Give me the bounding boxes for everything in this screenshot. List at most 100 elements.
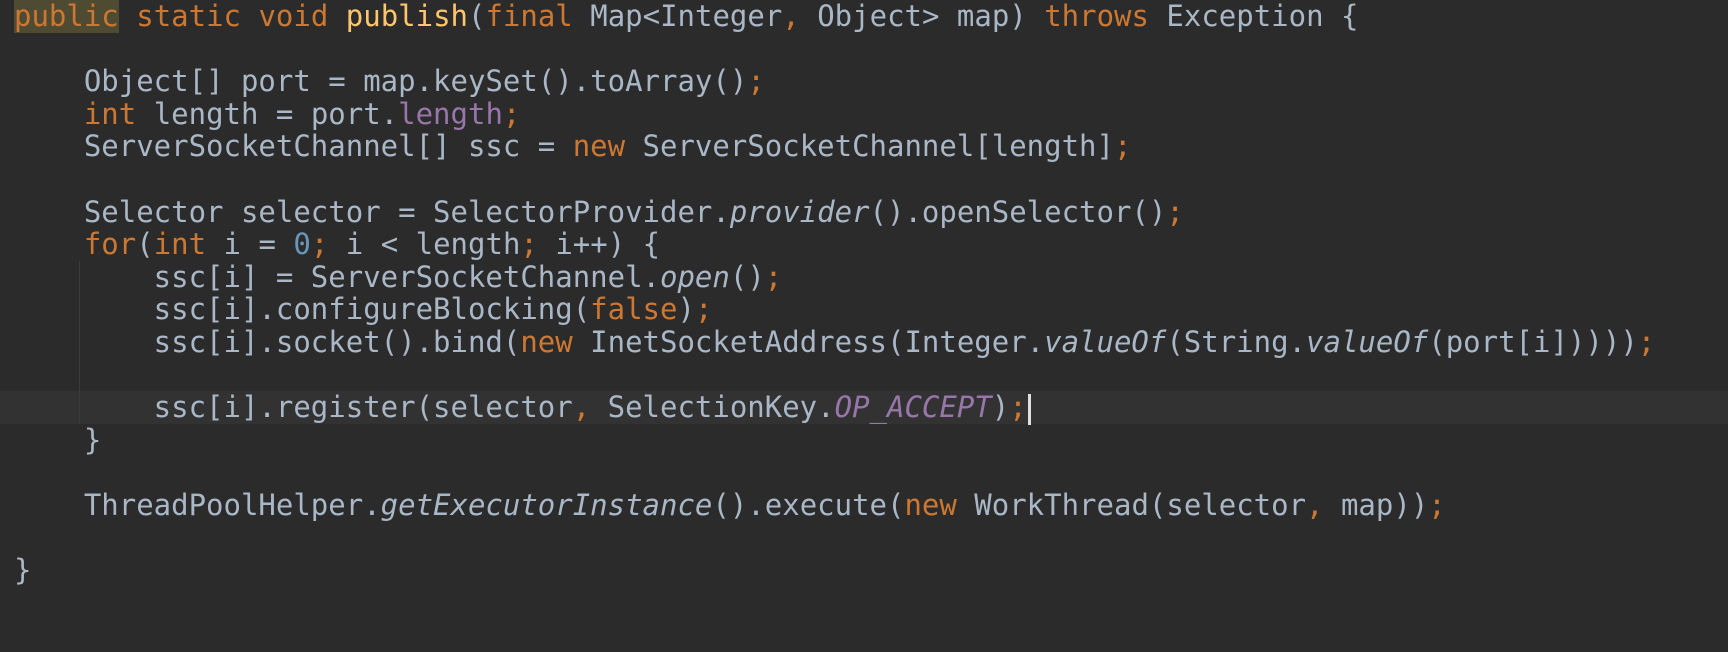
code-token: Map<Integer — [572, 0, 783, 33]
code-line[interactable] — [0, 163, 1728, 196]
code-token: , — [572, 390, 591, 425]
code-token: ssc[i] = ServerSocketChannel. — [14, 259, 661, 294]
code-line[interactable]: ServerSocketChannel[] ssc = new ServerSo… — [0, 130, 1728, 163]
code-token — [119, 0, 136, 33]
code-text: for(int i = 0; i < length; i++) { — [14, 228, 660, 261]
code-token: ssc[i].register(selector — [14, 390, 573, 425]
indent-guide — [79, 326, 81, 359]
code-text: Object[] port = map.keySet().toArray(); — [14, 65, 765, 98]
code-token: , — [782, 0, 800, 33]
code-token: ssc[i].socket().bind( — [14, 325, 521, 359]
code-token: length = port. — [136, 96, 399, 131]
code-text: } — [14, 422, 102, 457]
code-token: ) — [677, 292, 695, 327]
code-token: (port[i]))) — [1428, 325, 1621, 359]
code-text: public static void publish(final Map<Int… — [14, 0, 1358, 33]
code-token: i = — [206, 227, 294, 262]
code-token — [328, 0, 345, 33]
code-token: i++) { — [537, 227, 661, 262]
code-token: final — [485, 0, 573, 33]
code-line[interactable]: ssc[i].configureBlocking(false); — [0, 293, 1728, 326]
indent-guide — [79, 293, 81, 326]
code-token: int — [83, 96, 137, 131]
code-token: map)) — [1323, 488, 1429, 522]
code-line[interactable]: } — [0, 422, 1728, 457]
code-token: ( — [136, 227, 154, 262]
code-token: ServerSocketChannel[] ssc = — [14, 129, 573, 164]
code-token: i < length — [328, 227, 521, 262]
code-token: open — [660, 259, 730, 294]
code-line[interactable] — [0, 522, 1728, 555]
code-token: ; — [747, 64, 765, 99]
code-token: WorkThread(selector — [956, 488, 1307, 522]
code-text: ssc[i].configureBlocking(false); — [14, 292, 713, 327]
code-token: OP_ACCEPT — [834, 390, 992, 425]
code-text: int length = port.length; — [14, 96, 521, 131]
code-token: ; — [310, 227, 329, 262]
code-line[interactable]: int length = port.length; — [0, 96, 1728, 131]
code-line[interactable] — [0, 358, 1728, 392]
code-text: Selector selector = SelectorProvider.pro… — [14, 194, 1184, 229]
code-line[interactable]: Selector selector = SelectorProvider.pro… — [0, 194, 1728, 229]
code-token: InetSocketAddress(Integer. — [572, 325, 1045, 359]
code-token: ; — [1113, 129, 1132, 164]
indent-guide — [79, 358, 81, 392]
code-token: SelectionKey. — [590, 390, 835, 425]
code-token: (String. — [1166, 325, 1307, 359]
code-text: ssc[i].register(selector, SelectionKey.O… — [14, 391, 1031, 425]
code-token: ().execute( — [712, 488, 905, 522]
code-token: public — [14, 0, 119, 33]
code-token: } — [14, 553, 32, 588]
code-token: ) — [991, 390, 1010, 425]
code-token: Object[] port = map.keySet().toArray() — [14, 64, 748, 99]
code-token: publish — [345, 0, 468, 33]
code-token: ; — [1637, 325, 1656, 359]
code-line[interactable] — [0, 456, 1728, 489]
code-token: , — [1306, 488, 1324, 522]
code-token: } — [14, 422, 102, 457]
code-token: ; — [764, 259, 783, 294]
code-line[interactable]: for(int i = 0; i < length; i++) { — [0, 228, 1728, 261]
code-line[interactable]: ssc[i] = ServerSocketChannel.open(); — [0, 259, 1728, 294]
code-token: Exception { — [1148, 0, 1359, 33]
code-token: ) — [1620, 325, 1638, 359]
text-caret — [1027, 393, 1031, 425]
code-token: ; — [502, 96, 521, 131]
code-token — [14, 227, 84, 261]
code-token: ; — [1428, 488, 1446, 522]
code-token: Object> map) — [799, 0, 1045, 33]
code-token: 0 — [293, 227, 311, 262]
code-token: new — [520, 325, 573, 359]
code-token: ( — [468, 0, 486, 33]
code-line[interactable]: ssc[i].register(selector, SelectionKey.O… — [0, 391, 1728, 425]
code-token: for — [83, 227, 137, 262]
code-token: ServerSocketChannel[length] — [625, 129, 1114, 164]
code-line[interactable]: } — [0, 554, 1728, 587]
code-token: ThreadPoolHelper. — [14, 488, 381, 522]
code-token: length — [398, 96, 503, 131]
code-text: ServerSocketChannel[] ssc = new ServerSo… — [14, 129, 1132, 164]
code-token: provider — [729, 194, 870, 229]
code-line[interactable]: ssc[i].socket().bind(new InetSocketAddre… — [0, 326, 1728, 359]
code-line[interactable]: ThreadPoolHelper.getExecutorInstance().e… — [0, 489, 1728, 522]
code-text: ThreadPoolHelper.getExecutorInstance().e… — [14, 489, 1446, 522]
code-token: () — [729, 259, 765, 294]
code-token: valueOf — [1044, 325, 1167, 359]
code-token: getExecutorInstance — [380, 488, 713, 522]
code-token: ; — [1009, 390, 1027, 425]
code-token: static — [136, 0, 241, 33]
indent-guide — [79, 391, 81, 424]
code-token: false — [590, 292, 678, 327]
code-line[interactable]: Object[] port = map.keySet().toArray(); — [0, 65, 1728, 98]
code-token: ; — [694, 292, 713, 327]
code-line[interactable] — [0, 33, 1728, 66]
code-text: } — [14, 554, 31, 587]
code-text: ssc[i] = ServerSocketChannel.open(); — [14, 259, 783, 294]
code-token: int — [153, 227, 207, 262]
code-token: new — [572, 129, 626, 164]
code-line[interactable]: public static void publish(final Map<Int… — [0, 0, 1728, 33]
code-token: ; — [1166, 194, 1184, 229]
indent-guide — [79, 260, 81, 294]
code-token: void — [258, 0, 329, 33]
